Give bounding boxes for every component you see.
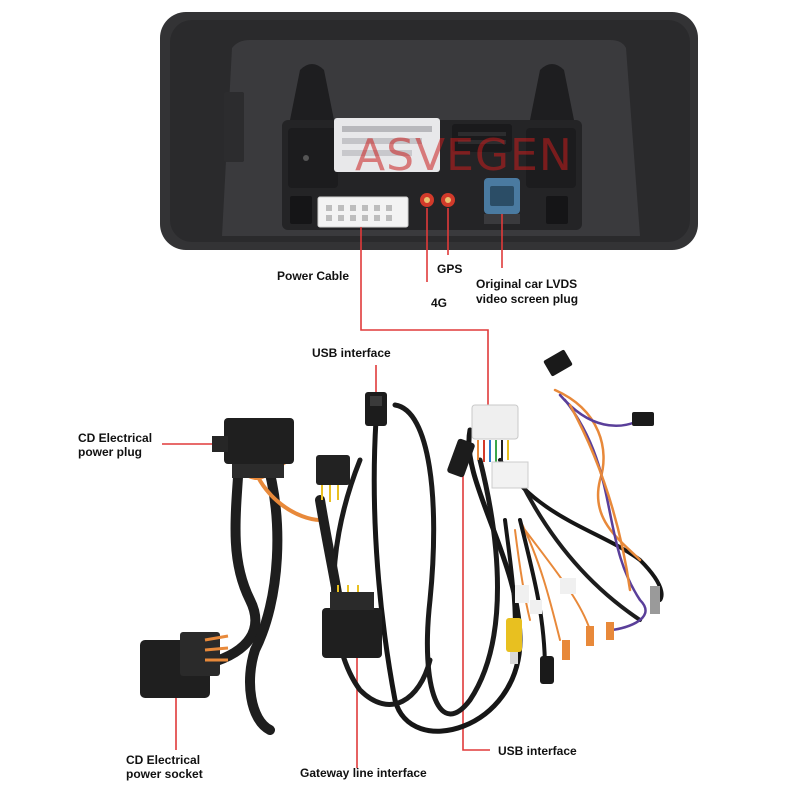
label-cd-socket-line2: power socket (126, 767, 203, 781)
label-cd-plug-line2: power plug (78, 445, 142, 459)
gateway-connector (322, 608, 382, 658)
label-usb-top: USB interface (312, 346, 391, 360)
label-usb-bottom: USB interface (498, 744, 577, 758)
label-gps: GPS (437, 262, 463, 276)
usb-bottom-connector (447, 438, 475, 478)
label-4g: 4G (431, 296, 448, 310)
label-gateway: Gateway line interface (300, 766, 427, 780)
rca-yellow (506, 618, 522, 652)
label-power-cable: Power Cable (277, 269, 350, 283)
brand-watermark: ASVEGEN (355, 130, 573, 181)
gateway-top-connector (316, 455, 350, 485)
audio-jack (650, 586, 660, 614)
power-harness-connector (471, 404, 519, 440)
label-cd-socket-line1: CD Electrical (126, 753, 201, 767)
label-lvds-line1: Original car LVDS (476, 277, 578, 291)
leader-usb-bottom (462, 462, 490, 751)
label-lvds-line2: video screen plug (476, 292, 579, 306)
cd-power-plug (224, 418, 294, 464)
leader-power-cable (360, 227, 489, 410)
connectors (140, 349, 660, 698)
leader-lines (162, 208, 503, 768)
head-unit (160, 12, 698, 250)
label-cd-plug-line1: CD Electrical (78, 431, 153, 445)
